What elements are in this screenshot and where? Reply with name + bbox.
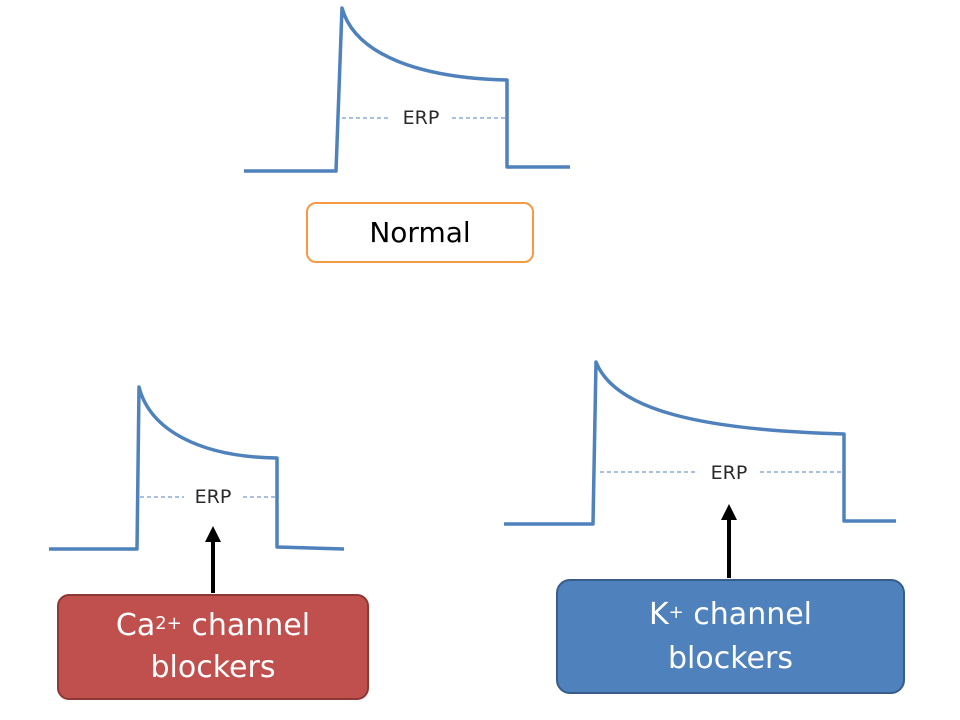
normal-label: Normal	[369, 216, 471, 249]
ca-trace	[49, 385, 345, 551]
normal-label-box: Normal	[306, 202, 534, 263]
ca-charge: 2+	[155, 613, 182, 634]
k-erp-label: ERP	[711, 462, 748, 484]
k-ion-symbol: K	[648, 596, 669, 632]
ca-arrowhead-icon	[205, 526, 221, 542]
k-trace	[504, 360, 896, 526]
ca-erp-label: ERP	[195, 486, 232, 508]
k-charge: +	[668, 601, 684, 623]
ca-blocker-line1: Ca2+ channel	[116, 605, 310, 647]
k-arrowhead-icon	[721, 504, 737, 520]
k-line1-rest: channel	[683, 596, 813, 632]
k-blocker-label-box: K+ channel blockers	[556, 579, 905, 694]
ca-blocker-label-box: Ca2+ channel blockers	[57, 594, 369, 700]
normal-trace	[244, 6, 570, 173]
normal-erp-label: ERP	[403, 107, 440, 129]
normal-action-potential: ERP	[244, 6, 570, 173]
ca-blocker-action-potential: ERP	[49, 385, 345, 593]
ca-line1-rest: channel	[181, 608, 311, 643]
ca-blocker-line2: blockers	[150, 650, 276, 685]
ca-ion-symbol: Ca	[115, 608, 156, 643]
k-blocker-action-potential: ERP	[504, 360, 896, 578]
k-blocker-line1: K+ channel	[649, 593, 812, 637]
k-blocker-line2: blockers	[668, 640, 793, 676]
